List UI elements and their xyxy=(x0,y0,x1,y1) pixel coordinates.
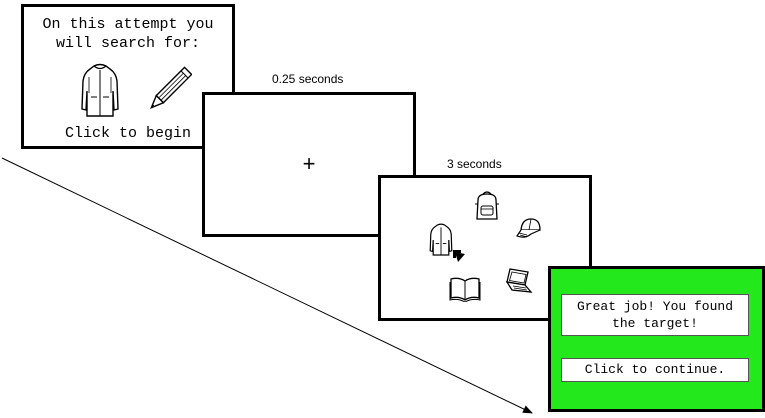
begin-prompt: Click to begin xyxy=(64,125,192,142)
book-icon xyxy=(449,277,481,302)
coat-icon xyxy=(429,223,453,256)
feedback-screen: Great job! You found the target! Click t… xyxy=(548,266,765,412)
continue-prompt: Click to continue. xyxy=(561,358,749,382)
pencil-icon xyxy=(150,66,192,109)
cue-instruction-text: On this attempt you will search for: xyxy=(42,16,214,52)
laptop-icon xyxy=(505,268,533,293)
search-duration-label: 3 seconds xyxy=(447,157,502,171)
backpack-icon xyxy=(475,191,499,220)
cursor-icon xyxy=(453,250,466,263)
fixation-cross: + xyxy=(302,151,316,176)
cue-screen: On this attempt you will search for: Cli… xyxy=(21,4,235,149)
cap-icon xyxy=(516,218,541,238)
coat-icon xyxy=(81,63,119,117)
fixation-duration-label: 0.25 seconds xyxy=(272,72,344,86)
feedback-message: Great job! You found the target! xyxy=(561,294,749,336)
